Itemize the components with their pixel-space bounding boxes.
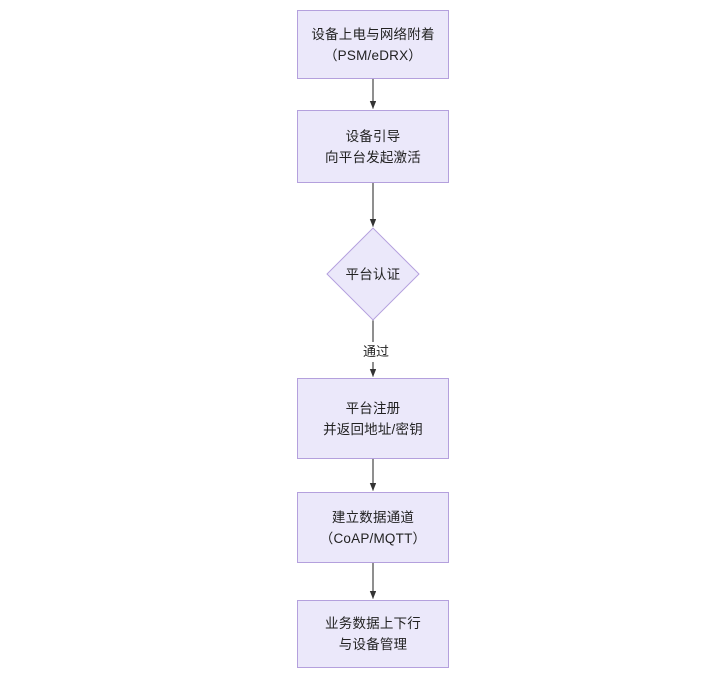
- node-platform-auth[interactable]: 平台认证: [326, 227, 420, 321]
- node-data-channel-label: 建立数据通道 （CoAP/MQTT）: [319, 509, 427, 546]
- node-business-data[interactable]: 业务数据上下行 与设备管理: [297, 600, 449, 668]
- node-data-channel[interactable]: 建立数据通道 （CoAP/MQTT）: [297, 492, 449, 563]
- node-power-on[interactable]: 设备上电与网络附着 （PSM/eDRX）: [297, 10, 449, 79]
- node-platform-register-label: 平台注册 并返回地址/密钥: [323, 400, 423, 437]
- node-power-on-label: 设备上电与网络附着 （PSM/eDRX）: [311, 26, 435, 63]
- node-platform-auth-label: 平台认证: [345, 266, 401, 282]
- edge-label-pass-text: 通过: [362, 344, 389, 359]
- node-business-data-label: 业务数据上下行 与设备管理: [325, 616, 421, 652]
- node-bootstrap[interactable]: 设备引导 向平台发起激活: [297, 110, 449, 183]
- node-platform-register[interactable]: 平台注册 并返回地址/密钥: [297, 378, 449, 459]
- edge-label-pass: 通过: [354, 342, 398, 362]
- node-bootstrap-label: 设备引导 向平台发起激活: [325, 128, 421, 165]
